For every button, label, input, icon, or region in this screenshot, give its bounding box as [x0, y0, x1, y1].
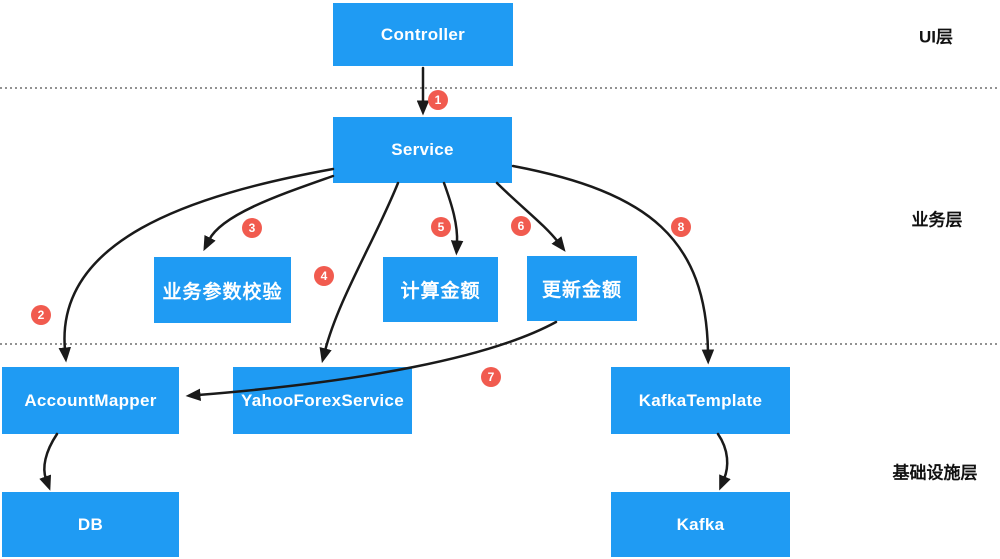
node-controller: Controller [333, 3, 513, 66]
step-badge-2: 2 [31, 305, 51, 325]
step-badge-7: 7 [481, 367, 501, 387]
node-db: DB [2, 492, 179, 557]
node-kafka: Kafka [611, 492, 790, 557]
step-badge-8: 8 [671, 217, 691, 237]
arrow-kafka-template-to-kafka [716, 432, 731, 491]
step-badge-5: 5 [431, 217, 451, 237]
layer-label-infrastructure: 基础设施层 [892, 463, 978, 483]
node-kafka-template: KafkaTemplate [611, 367, 790, 434]
step-badge-3: 3 [242, 218, 262, 238]
node-account-mapper: AccountMapper [2, 367, 179, 434]
node-param-validation: 业务参数校验 [154, 257, 291, 323]
layer-label-business: 业务层 [911, 210, 963, 230]
arrow-step3-service-to-param-validation [203, 174, 335, 252]
step-badge-6: 6 [511, 216, 531, 236]
node-calc-amount: 计算金额 [383, 257, 498, 322]
node-update-amount: 更新金额 [527, 256, 637, 321]
arrow-account-mapper-to-db [39, 432, 59, 491]
node-yahoo-forex-service: YahooForexService [233, 367, 412, 434]
step-badge-1: 1 [428, 90, 448, 110]
layer-label-ui: UI层 [919, 27, 953, 47]
node-service: Service [333, 117, 512, 183]
step-badge-4: 4 [314, 266, 334, 286]
